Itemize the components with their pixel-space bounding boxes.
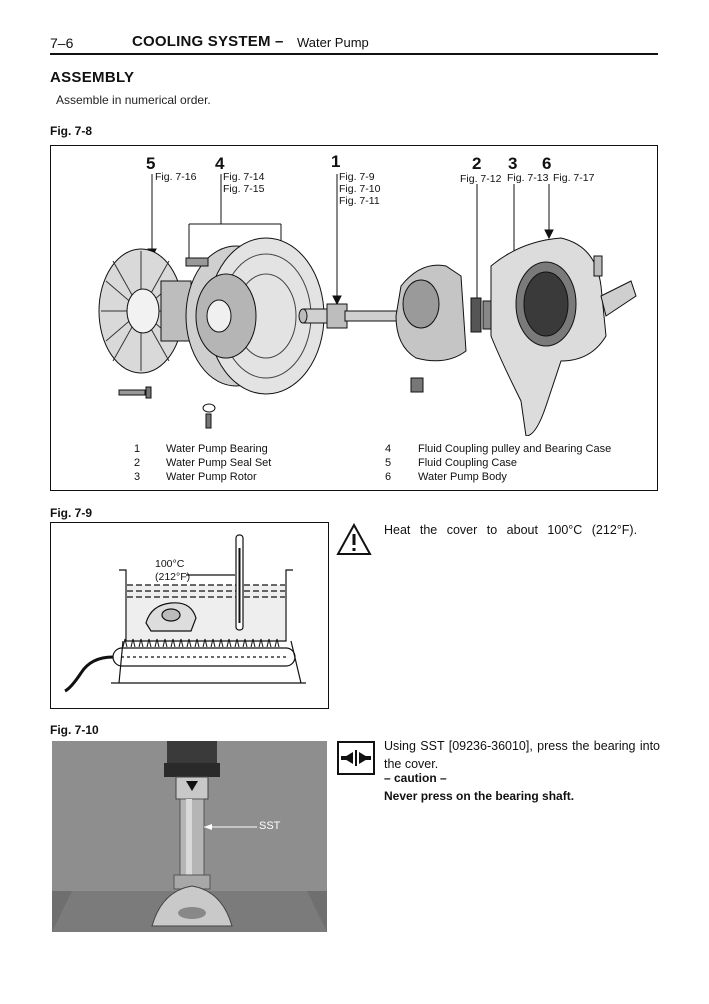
legend-text: Fluid Coupling Case — [418, 457, 518, 469]
callout-ref: Fig. 7-15 — [223, 183, 265, 195]
fig-7-9-heating-diagram: 100°C (212°F) — [50, 522, 329, 709]
callout-ref: Fig. 7-9 — [339, 171, 375, 183]
legend-num: 1 — [133, 443, 141, 455]
temperature-celsius-label: 100°C — [155, 558, 185, 570]
caution-heading: – caution – — [384, 771, 447, 785]
callout-number: 1 — [331, 152, 341, 171]
callout-number: 2 — [472, 154, 482, 173]
callout-ref: Fig. 7-10 — [339, 183, 381, 195]
caution-text: Never press on the bearing shaft. — [384, 789, 575, 803]
legend-text: Water Pump Seal Set — [166, 457, 272, 469]
section-title: COOLING SYSTEM — [132, 33, 271, 50]
callout-number: 3 — [508, 154, 518, 173]
heat-instruction: Heat the cover to about 100°C (212°F). — [384, 523, 638, 537]
legend-text: Water Pump Rotor — [166, 471, 257, 483]
legend-num: 3 — [133, 471, 141, 483]
callout-ref: Fig. 7-16 — [155, 171, 197, 183]
warning-triangle-icon — [336, 523, 372, 555]
callout-number: 4 — [215, 154, 225, 173]
water-pump-exploded-illustration — [98, 174, 637, 436]
subsection-title: Water Pump — [297, 35, 369, 50]
header-rule — [50, 53, 658, 55]
legend-num: 6 — [384, 471, 392, 483]
assembly-heading: ASSEMBLY — [50, 69, 135, 86]
legend-text: Water Pump Body — [418, 471, 507, 483]
page-number: 7–6 — [50, 35, 74, 51]
assembly-instruction: Assemble in numerical order. — [56, 93, 211, 107]
temperature-fahrenheit-label: (212°F) — [155, 571, 191, 583]
legend-text: Fluid Coupling pulley and Bearing Case — [418, 443, 612, 455]
legend-num: 4 — [384, 443, 392, 455]
fig-7-8-exploded-diagram: 5 Fig. 7-16 4 Fig. 7-14 Fig. 7-15 1 Fig.… — [50, 145, 658, 491]
sst-label: SST — [259, 820, 281, 832]
legend-text: Water Pump Bearing — [166, 443, 268, 455]
fig-7-10-press-photo: SST — [52, 741, 327, 932]
callout-ref: Fig. 7-14 — [223, 171, 265, 183]
legend-num: 5 — [384, 457, 392, 469]
fig-7-8-label: Fig. 7-8 — [50, 124, 93, 138]
section-dash: – — [275, 33, 284, 50]
heating-bath-illustration — [64, 534, 306, 693]
press-photo-illustration — [52, 741, 327, 932]
press-in-arrows-icon — [337, 741, 375, 775]
callout-ref: Fig. 7-12 — [460, 173, 502, 185]
fig-7-10-label: Fig. 7-10 — [50, 723, 99, 737]
press-bearing-instruction: Using SST [09236-36010], press the beari… — [384, 739, 660, 771]
callout-ref: Fig. 7-13 — [507, 172, 549, 184]
callout-ref: Fig. 7-17 — [553, 172, 595, 184]
fig-7-9-label: Fig. 7-9 — [50, 506, 93, 520]
callout-ref: Fig. 7-11 — [339, 195, 380, 207]
callout-number: 5 — [146, 154, 156, 173]
legend-num: 2 — [133, 457, 141, 469]
callout-number: 6 — [542, 154, 552, 173]
